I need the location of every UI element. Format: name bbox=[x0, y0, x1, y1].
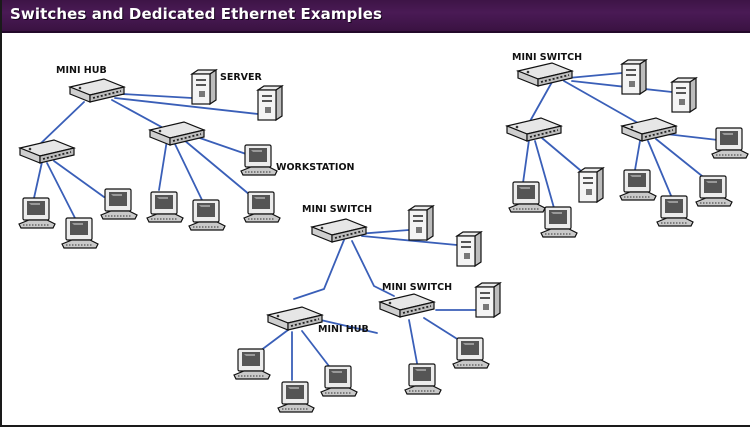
cable bbox=[534, 140, 555, 209]
cable bbox=[301, 330, 333, 371]
computer-monitor-icon bbox=[452, 337, 490, 369]
server-tower-icon bbox=[475, 282, 501, 318]
network-switch-icon bbox=[379, 293, 435, 318]
network-cables bbox=[33, 72, 719, 381]
cable bbox=[293, 239, 345, 300]
computer-monitor-icon bbox=[243, 191, 281, 223]
server-tower-icon bbox=[408, 205, 434, 241]
diagram-title: Switches and Dedicated Ethernet Examples bbox=[10, 5, 383, 23]
cable bbox=[522, 139, 530, 184]
network-switch-icon bbox=[311, 218, 367, 243]
server-tower-icon bbox=[257, 85, 283, 121]
cable bbox=[173, 141, 203, 201]
cable bbox=[53, 160, 105, 198]
label-mini-switch-right: MINI SWITCH bbox=[512, 52, 582, 63]
computer-monitor-icon bbox=[61, 217, 99, 249]
computer-monitor-icon bbox=[240, 144, 278, 176]
label-mini-switch-lower: MINI SWITCH bbox=[382, 282, 452, 293]
cable bbox=[259, 329, 289, 352]
label-mini-switch-center: MINI SWITCH bbox=[302, 204, 372, 215]
cable bbox=[647, 140, 673, 199]
computer-monitor-icon bbox=[619, 169, 657, 201]
network-hub-icon bbox=[19, 139, 75, 164]
network-switch-icon bbox=[517, 62, 573, 87]
cable bbox=[563, 80, 639, 124]
cable bbox=[158, 139, 168, 191]
cable bbox=[567, 72, 623, 79]
computer-monitor-icon bbox=[188, 199, 226, 231]
cable bbox=[111, 99, 168, 131]
cable bbox=[351, 240, 395, 297]
cable bbox=[37, 101, 85, 147]
server-tower-icon bbox=[191, 69, 217, 105]
devices bbox=[18, 59, 749, 413]
computer-monitor-icon bbox=[100, 188, 138, 220]
network-hub-icon bbox=[506, 117, 562, 142]
server-tower-icon bbox=[578, 167, 604, 203]
cable bbox=[634, 140, 641, 171]
computer-monitor-icon bbox=[320, 365, 358, 397]
network-hub-icon bbox=[621, 117, 677, 142]
cable bbox=[423, 317, 463, 343]
cable bbox=[528, 81, 553, 124]
label-workstation: WORKSTATION bbox=[276, 162, 355, 173]
cable bbox=[183, 139, 251, 196]
network-hub-icon bbox=[267, 306, 323, 331]
computer-monitor-icon bbox=[656, 195, 694, 227]
computer-monitor-icon bbox=[540, 206, 578, 238]
cable bbox=[46, 162, 76, 219]
computer-monitor-icon bbox=[277, 381, 315, 413]
cable bbox=[541, 137, 581, 171]
cable bbox=[114, 97, 259, 115]
computer-monitor-icon bbox=[508, 181, 546, 213]
label-mini-hub-top: MINI HUB bbox=[56, 65, 107, 76]
cable bbox=[33, 161, 43, 199]
cable bbox=[311, 317, 378, 334]
computer-monitor-icon bbox=[233, 348, 271, 380]
server-tower-icon bbox=[456, 231, 482, 267]
computer-monitor-icon bbox=[711, 127, 749, 159]
label-server: SERVER bbox=[220, 72, 262, 83]
cable bbox=[665, 133, 719, 141]
title-bar: Switches and Dedicated Ethernet Examples bbox=[2, 0, 750, 33]
device-labels: MINI HUB SERVER WORKSTATION MINI SWITCH … bbox=[56, 52, 582, 335]
cable bbox=[655, 138, 708, 181]
cable bbox=[408, 319, 418, 364]
computer-monitor-icon bbox=[404, 363, 442, 395]
cable bbox=[193, 135, 250, 156]
computer-monitor-icon bbox=[18, 197, 56, 229]
computer-monitor-icon bbox=[146, 191, 184, 223]
server-tower-icon bbox=[671, 77, 697, 113]
server-tower-icon bbox=[621, 59, 647, 95]
computer-monitor-icon bbox=[695, 175, 733, 207]
label-mini-hub-lower: MINI HUB bbox=[318, 324, 369, 335]
